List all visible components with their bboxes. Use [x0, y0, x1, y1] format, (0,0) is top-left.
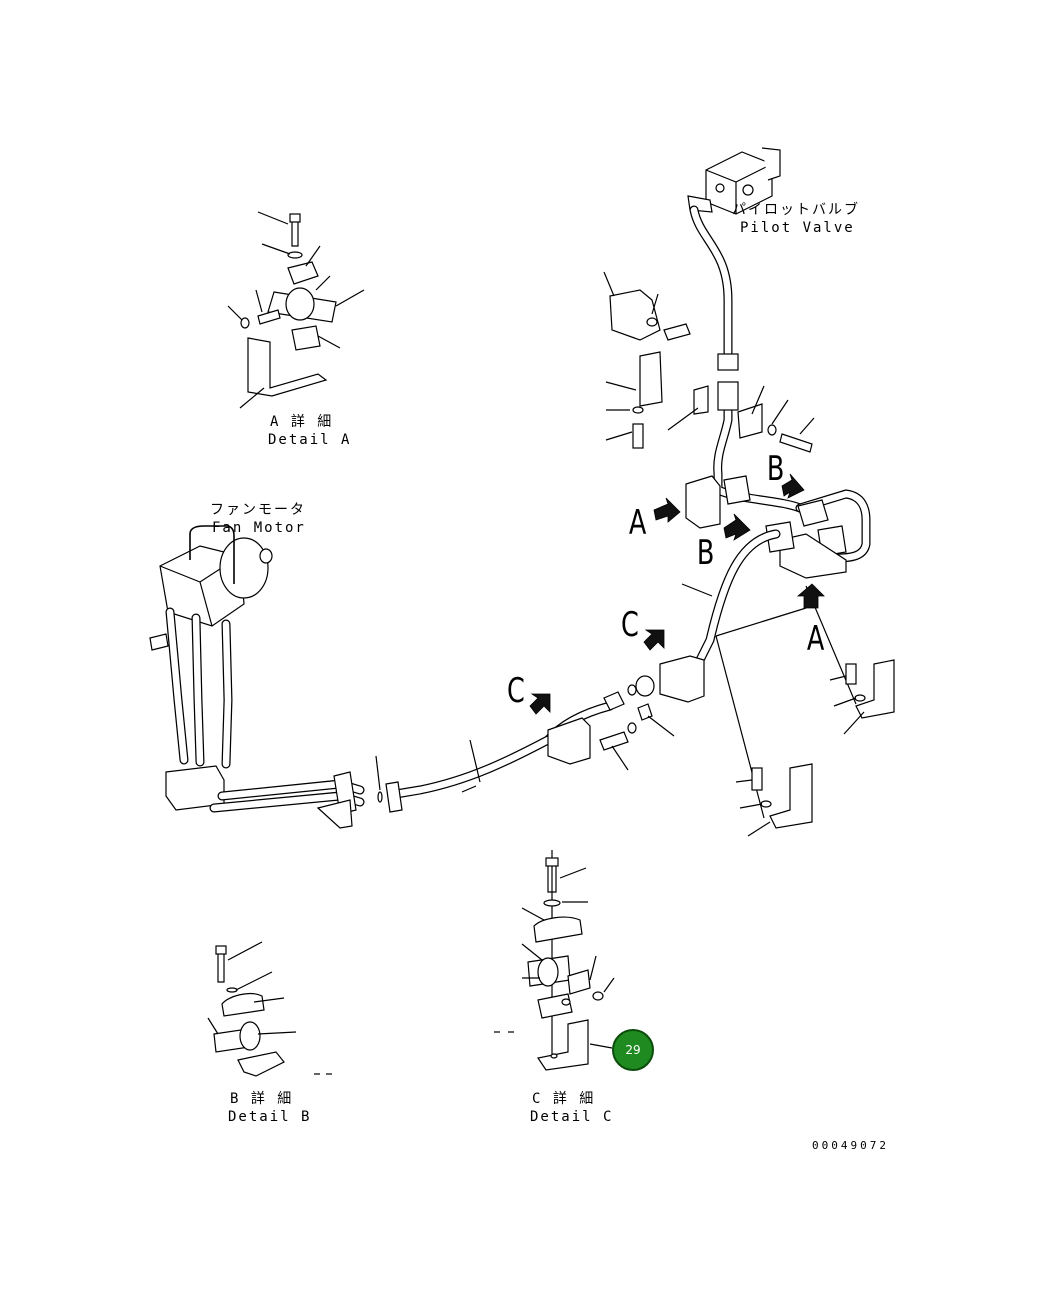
view-arrow-c2 — [529, 693, 551, 715]
view-letter-c-left: C — [506, 671, 525, 711]
detail-a-label-en: Detail A — [268, 432, 352, 448]
fan-motor-drawing — [149, 525, 383, 829]
hose-b — [681, 529, 781, 665]
view-arrows — [529, 473, 825, 715]
clamp-c-right — [627, 655, 705, 737]
lower-right-brackets — [715, 585, 895, 837]
detail-a-drawing — [227, 211, 365, 409]
clamp-c-left — [547, 717, 629, 771]
view-letter-c-right: C — [620, 605, 639, 645]
view-arrow-a2 — [796, 583, 825, 609]
view-letter-a-upper: A — [628, 503, 647, 543]
view-arrow-b2 — [723, 513, 751, 541]
view-arrow-a1 — [653, 497, 681, 523]
detail-b-label-jp: B 詳 細 — [230, 1091, 294, 1107]
detail-c-label-en: Detail C — [530, 1109, 614, 1125]
pilot-valve-label-jp: パイロットバルブ — [732, 202, 860, 218]
detail-b-drawing — [207, 941, 332, 1077]
view-arrow-b1 — [781, 473, 805, 499]
fan-motor-label-en: Fan Motor — [212, 520, 306, 536]
detail-c-drawing — [494, 850, 615, 1071]
detail-b-label-en: Detail B — [228, 1109, 312, 1125]
callout-badge-29[interactable]: 29 — [612, 1029, 654, 1071]
pilot-valve-label-en: Pilot Valve — [740, 220, 855, 236]
fan-motor-label-jp: ファンモータ — [210, 502, 306, 518]
right-clamp-area — [685, 475, 871, 579]
view-letter-b-lower: B — [696, 533, 715, 573]
drawing-number: 00049072 — [812, 1139, 889, 1152]
view-letter-a-lower: A — [806, 619, 825, 659]
pilot-valve-drawing — [687, 147, 781, 215]
detail-a-label-jp: A 詳 細 — [270, 414, 334, 430]
view-arrow-c1 — [643, 629, 665, 651]
view-letter-b-upper: B — [766, 449, 785, 489]
upper-bracket-parts — [603, 271, 815, 453]
detail-c-label-jp: C 詳 細 — [532, 1091, 596, 1107]
